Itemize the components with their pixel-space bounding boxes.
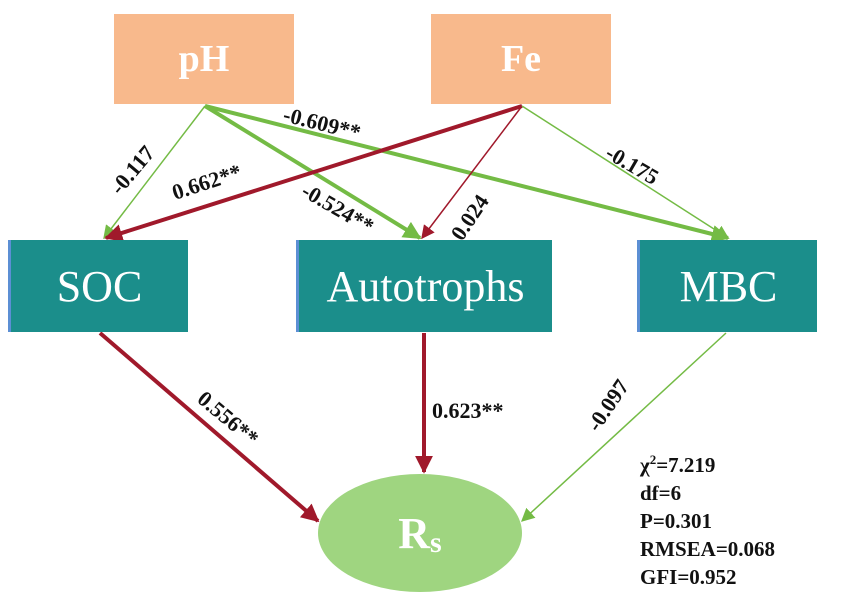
node-ph: pH	[114, 14, 294, 104]
fit-gfi: GFI=0.952	[640, 565, 737, 589]
fit-rmsea: RMSEA=0.068	[640, 537, 776, 561]
arrow-mbc-rs	[521, 332, 727, 522]
model-fit-statistics: χ2=7.219 df=6 P=0.301 RMSEA=0.068 GFI=0.…	[640, 446, 775, 591]
arrow-soc-rs	[98, 331, 320, 523]
node-mbc: MBC	[637, 240, 817, 332]
fit-df: df=6	[640, 481, 682, 505]
node-autotrophs-label: Autotrophs	[326, 261, 525, 311]
arrow-ph-mbc	[204, 104, 730, 243]
chi-value: =7.219	[656, 453, 716, 477]
chi-symbol: χ	[640, 453, 650, 477]
arrow-fe-mbc	[521, 105, 730, 239]
node-rs-subscript: s	[430, 526, 442, 559]
fit-chi-square: χ2=7.219	[640, 446, 775, 479]
node-fe: Fe	[431, 14, 611, 104]
coef-ph-soc: -0.117	[105, 141, 160, 200]
node-fe-label: Fe	[500, 38, 542, 80]
node-mbc-label: MBC	[679, 261, 778, 311]
coef-autotrophs-rs: 0.623**	[432, 398, 504, 423]
node-soc: SOC	[8, 240, 188, 332]
node-ph-label: pH	[178, 38, 230, 80]
chi-exponent: 2	[649, 452, 657, 467]
node-autotrophs: Autotrophs	[296, 240, 552, 332]
coef-fe-mbc: -0.175	[602, 140, 664, 190]
fit-chi-square-label: χ2	[640, 452, 657, 477]
fit-p: P=0.301	[640, 509, 713, 533]
coef-ph-mbc: -0.609**	[281, 102, 364, 145]
coef-mbc-rs: -0.097	[581, 375, 634, 436]
arrow-fe-autotrophs	[421, 105, 523, 240]
node-rs-label: R	[398, 508, 431, 558]
arrow-ph-soc	[103, 105, 206, 240]
arrow-fe-soc	[104, 104, 523, 242]
node-soc-label: SOC	[56, 261, 143, 311]
